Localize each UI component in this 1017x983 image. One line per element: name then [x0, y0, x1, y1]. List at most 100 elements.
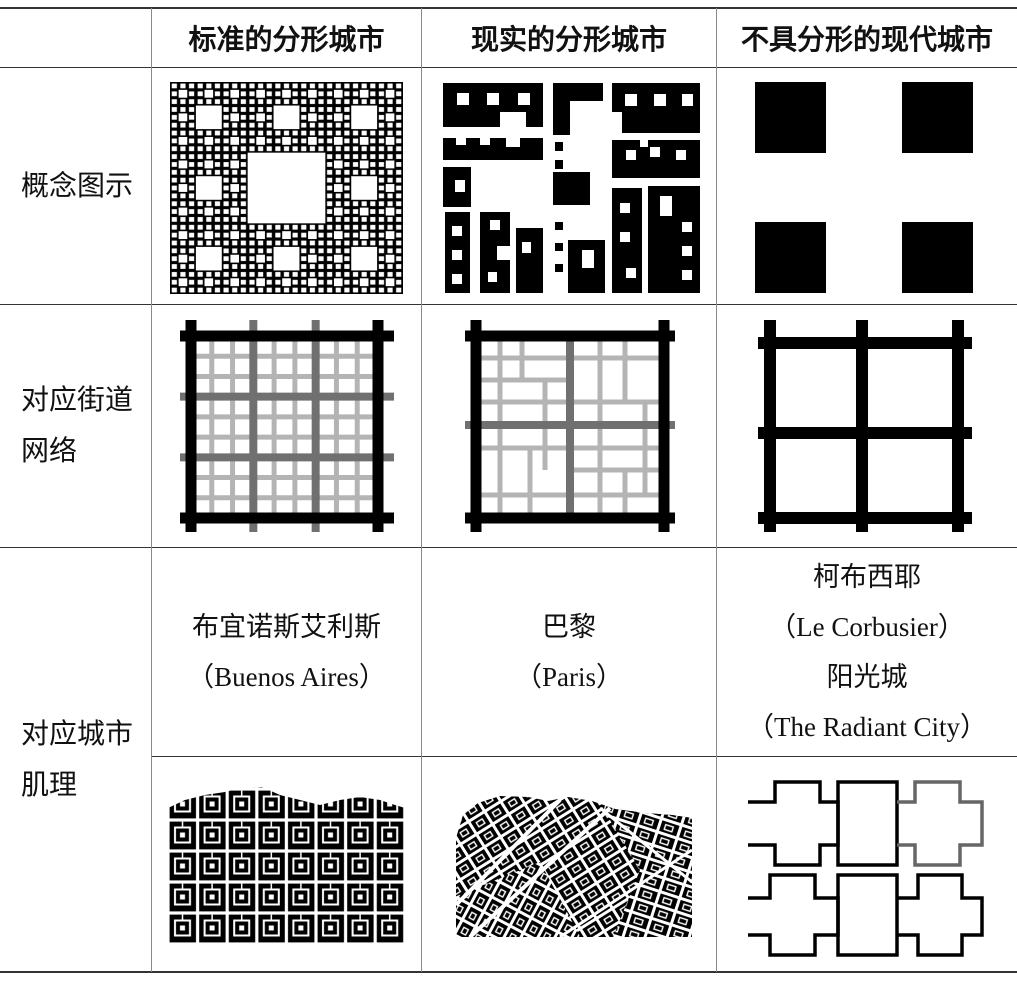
courtyard-void [612, 112, 622, 133]
cross-building [897, 873, 984, 957]
modern-street-network [758, 320, 972, 532]
redent-buildings [748, 780, 984, 957]
carpet-hole [385, 136, 395, 145]
courtyard-void [488, 272, 497, 282]
carpet-hole [359, 160, 369, 169]
table-bottom-rule [0, 971, 1017, 973]
caption-standard: 布宜诺斯艾利斯 （Buenos Aires） [152, 548, 421, 756]
carpet-hole [359, 231, 369, 240]
building-block [553, 101, 570, 135]
real-street-network [465, 320, 675, 532]
courtyard-void [660, 196, 672, 216]
carpet-hole [204, 207, 214, 216]
carpet-hole [230, 89, 240, 98]
radiant-city-fabric-map [748, 780, 984, 957]
carpet-hole [282, 89, 291, 98]
courtyard-void [582, 250, 594, 268]
courtyard-void [452, 250, 462, 260]
row-label-concept: 概念图示 [0, 68, 151, 304]
carpet-hole [333, 231, 343, 240]
caption-architect-name: 柯布西耶 [813, 562, 921, 592]
column-divider [716, 8, 717, 972]
courtyard-void [682, 246, 692, 256]
building-block [555, 222, 563, 230]
caption-plan-name-en: （The Radiant City） [747, 712, 987, 742]
caption-city-name: 布宜诺斯艾利斯 [192, 612, 381, 642]
building-block [648, 186, 700, 293]
building-block [555, 264, 563, 272]
building-block [612, 83, 700, 133]
carpet-hole [256, 278, 265, 287]
paris-district [456, 862, 582, 937]
paris-fabric-map [456, 796, 692, 937]
courtyard-void [626, 150, 636, 160]
cross-building [748, 780, 840, 867]
courtyard-void [490, 220, 500, 230]
courtyard-void [676, 150, 686, 160]
carpet-hole [256, 254, 265, 263]
carpet-hole [230, 136, 240, 145]
carpet-hole [308, 231, 317, 240]
superblock [902, 222, 973, 293]
carpet-hole [273, 105, 300, 130]
carpet-hole [308, 278, 317, 287]
carpet-hole [195, 246, 222, 271]
column-divider [421, 8, 422, 972]
row-label-line: 肌理 [21, 770, 78, 801]
carpet-hole [333, 136, 343, 145]
cross-building [897, 780, 984, 867]
fabric-subrow-rule [152, 756, 1017, 757]
courtyard-void [455, 180, 465, 192]
carpet-hole [385, 89, 395, 98]
carpet-hole [204, 136, 214, 145]
caption-plan-name: 阳光城 [826, 662, 908, 692]
courtyard-void [620, 232, 630, 242]
caption-city-name-en: （Paris） [515, 662, 623, 692]
superblock [755, 82, 826, 153]
carpet-hole [204, 231, 214, 240]
slab-building [836, 780, 899, 867]
carpet-hole [195, 105, 222, 130]
carpet-hole [247, 152, 326, 224]
row-label-street: 对应街道 网络 [0, 305, 151, 547]
buenos-aires-fabric [168, 787, 405, 943]
sierpinski-carpet-diagram [170, 82, 403, 294]
carpet-hole [351, 105, 378, 130]
carpet-hole [385, 184, 395, 192]
carpet-hole [230, 254, 240, 263]
column-divider [151, 8, 152, 972]
courtyard-void [626, 268, 636, 278]
slab-building [836, 873, 899, 957]
building-block [516, 228, 543, 293]
carpet-hole [178, 136, 188, 145]
carpet-hole [256, 136, 265, 145]
carpet-hole [178, 113, 188, 122]
courtyard-void [654, 94, 666, 106]
courtyard-void [640, 140, 648, 147]
courtyard-void [620, 203, 630, 213]
courtyard-void [518, 93, 530, 105]
carpet-hole [273, 246, 300, 271]
carpet-hole [333, 254, 343, 263]
cross-building [748, 873, 840, 957]
row-label-line: 网络 [21, 436, 78, 467]
buenos-aires-fabric-map [168, 787, 405, 943]
carpet-hole [204, 160, 214, 169]
courtyard-void [682, 94, 693, 106]
caption-modern: 柯布西耶 （Le Corbusier） 阳光城 （The Radiant Cit… [717, 548, 1017, 756]
real-fractal-city-diagram [443, 83, 700, 293]
carpet-hole [230, 207, 240, 216]
carpet-hole [385, 113, 395, 122]
caption-real: 巴黎 （Paris） [422, 548, 716, 756]
carpet-hole [333, 89, 343, 98]
courtyard-void [452, 226, 462, 236]
table-top-rule [0, 7, 1017, 9]
caption-architect-name-en: （Le Corbusier） [769, 612, 965, 642]
superblock [902, 82, 973, 153]
carpet-hole [178, 184, 188, 192]
courtyard-void [522, 242, 531, 253]
carpet-hole [385, 231, 395, 240]
carpet-hole [230, 278, 240, 287]
courtyard-void [625, 94, 637, 106]
courtyard-void [452, 274, 462, 284]
